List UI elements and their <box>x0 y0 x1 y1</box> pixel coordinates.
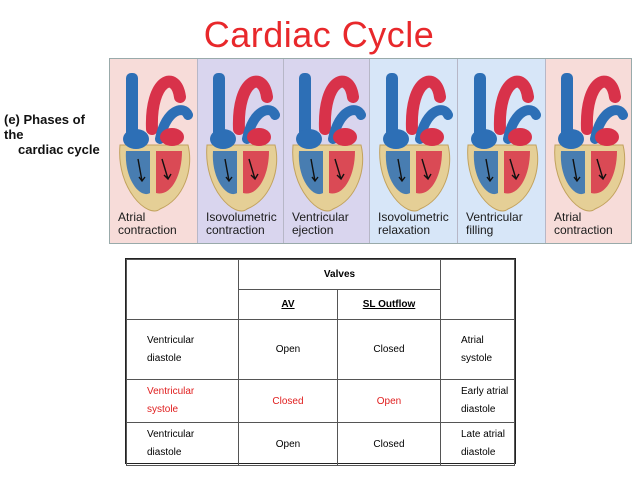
phase-cell-l2: diastole <box>147 447 182 458</box>
heart-illustration-1 <box>119 73 193 212</box>
phase-label-line1: Ventricular <box>292 210 349 224</box>
phase-cell-l2: systole <box>147 404 179 415</box>
sl-outflow-header: SL Outflow <box>337 289 441 320</box>
flow-arrow <box>224 158 233 183</box>
av-header: AV <box>238 289 338 320</box>
phase-label-line1: Atrial <box>554 210 582 224</box>
heart-illustration-2 <box>206 73 280 212</box>
phase-label-line1: Atrial <box>118 210 146 224</box>
right-atrium <box>296 129 322 149</box>
phase-label-line2: contraction <box>118 223 177 237</box>
phase-cell-l1: Ventricular <box>147 334 195 346</box>
figure-caption-line1: (e) Phases of the <box>4 112 85 142</box>
phase-label-line1: Ventricular <box>466 210 523 224</box>
figure-caption: (e) Phases of the cardiac cycle <box>4 112 104 157</box>
phase-cell-l1: Ventricular <box>147 429 195 440</box>
flow-arrow <box>421 158 432 181</box>
flow-arrow <box>248 158 259 181</box>
flow-arrow <box>397 158 406 183</box>
atrial-cell-l1: Atrial <box>461 334 484 346</box>
right-atrium <box>471 129 497 149</box>
valves-table: Valves AV SL Outflow Ventricular diastole… <box>125 258 516 466</box>
right-atrium <box>210 129 236 149</box>
atrial-cell-l1: Early atrial <box>461 386 509 397</box>
aorta <box>580 75 621 135</box>
phase-label-line2: ejection <box>292 223 334 237</box>
right-atrium <box>123 129 149 149</box>
phase-cell-l1: Ventricular <box>147 386 195 397</box>
heart-illustration-5 <box>467 73 541 212</box>
phase-label-line1: Isovolumetric <box>206 210 277 224</box>
flow-arrow <box>310 158 319 183</box>
table-corner-cell <box>126 259 239 320</box>
flow-arrow <box>485 158 494 183</box>
atrial-cell-l1: Late atrial <box>461 429 505 440</box>
sl-cell: Open <box>337 379 441 423</box>
left-atrium <box>595 128 619 146</box>
vena-cava <box>299 73 311 143</box>
valves-table-grid: Valves AV SL Outflow Ventricular diastole… <box>126 259 515 466</box>
left-atrium <box>508 128 532 146</box>
right-ventricle <box>212 151 237 195</box>
flow-arrow <box>596 158 607 181</box>
sl-cell: Closed <box>337 422 441 466</box>
right-ventricle <box>125 151 150 195</box>
right-ventricle <box>385 151 410 195</box>
left-atrium <box>420 128 444 146</box>
page-title: Cardiac Cycle <box>203 14 435 55</box>
flow-arrow <box>334 158 345 181</box>
vena-cava <box>386 73 398 143</box>
heart-illustration-3 <box>292 73 366 212</box>
aorta <box>318 75 359 135</box>
aorta <box>405 75 446 135</box>
aorta <box>493 75 534 135</box>
vena-cava <box>126 73 138 143</box>
flow-arrow <box>137 158 146 183</box>
flow-arrow <box>572 158 581 183</box>
figure-caption-line2: cardiac cycle <box>18 142 100 157</box>
table-row: Ventricular diastole Open Closed Late atr… <box>126 422 515 466</box>
vena-cava <box>474 73 486 143</box>
phase-label-line2: relaxation <box>378 223 431 237</box>
vena-cava <box>213 73 225 143</box>
phase-cell-l2: diastole <box>147 352 182 364</box>
left-atrium <box>333 128 357 146</box>
flow-arrow <box>509 158 520 181</box>
right-ventricle <box>560 151 585 195</box>
atrial-cell-l2: diastole <box>461 447 496 458</box>
table-row: Ventricular diastole Open Closed Atrial sy… <box>126 319 515 380</box>
right-ventricle <box>473 151 498 195</box>
sl-cell: Closed <box>337 319 441 380</box>
right-ventricle <box>298 151 323 195</box>
av-cell: Open <box>238 422 338 466</box>
phase-label-line2: filling <box>466 223 494 237</box>
phase-label-line1: Isovolumetric <box>378 210 449 224</box>
atrial-cell-l2: systole <box>461 352 493 364</box>
av-cell: Closed <box>238 379 338 423</box>
right-atrium <box>383 129 409 149</box>
valves-header: Valves <box>238 259 441 290</box>
av-cell: Open <box>238 319 338 380</box>
left-atrium <box>247 128 271 146</box>
atrial-cell-l2: diastole <box>461 404 496 415</box>
table-row: Ventricular systole Closed Open Early atr… <box>126 379 515 423</box>
aorta <box>145 75 186 135</box>
flow-arrow <box>161 158 172 181</box>
table-corner-cell-right <box>440 259 515 320</box>
left-atrium <box>160 128 184 146</box>
phase-label-line2: contraction <box>554 223 613 237</box>
right-atrium <box>558 129 584 149</box>
heart-illustration-6 <box>554 73 628 212</box>
vena-cava <box>561 73 573 143</box>
phase-label-line2: contraction <box>206 223 265 237</box>
aorta <box>232 75 273 135</box>
heart-illustration-4 <box>379 73 453 212</box>
